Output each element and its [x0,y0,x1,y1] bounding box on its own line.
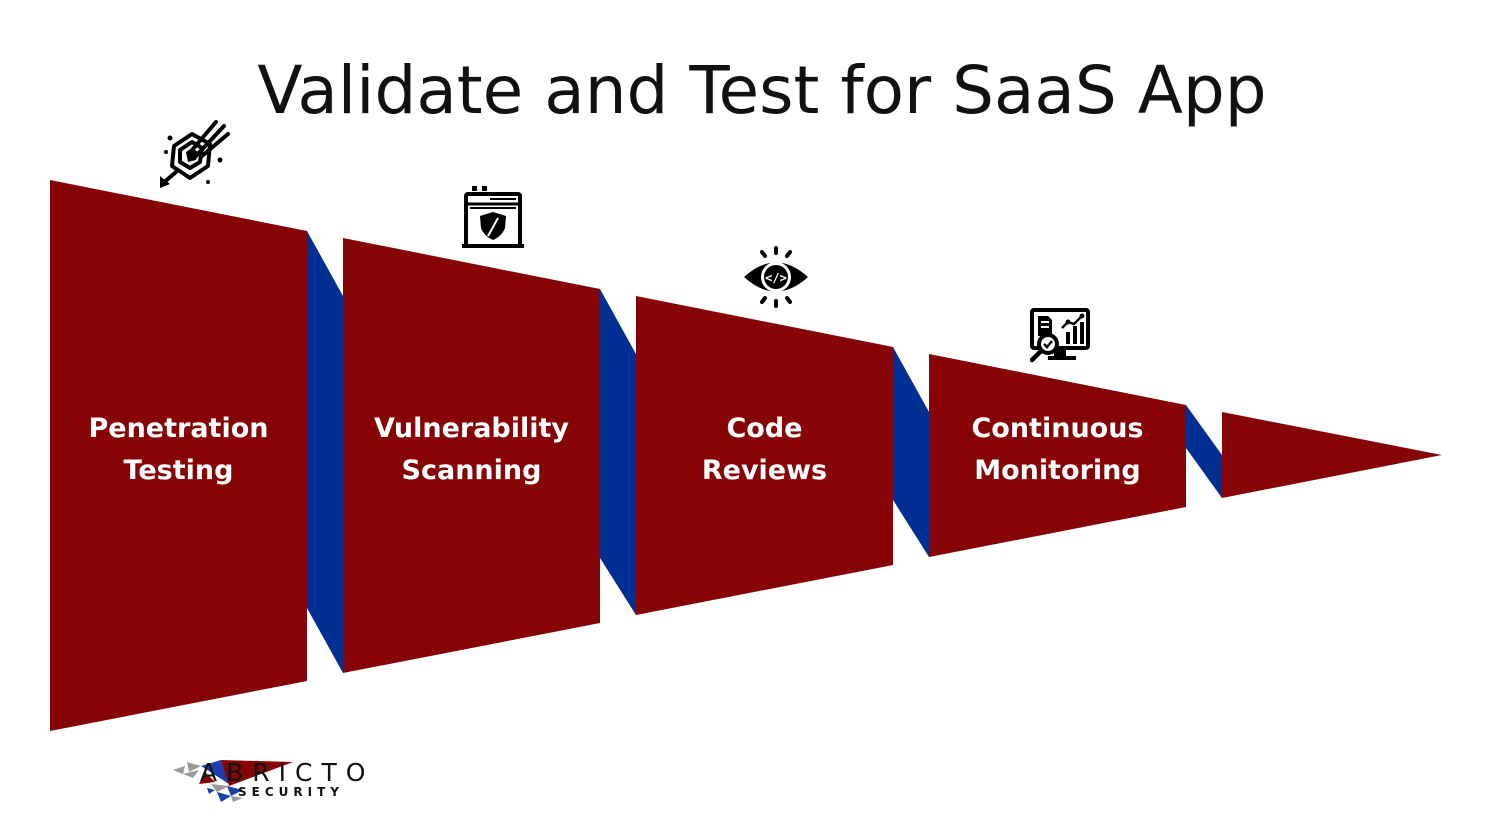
connector-4 [1186,405,1222,498]
abricto-logo-text: ABRICTO SECURITY [200,758,375,799]
connector-1 [307,231,343,673]
stage-label-line2: Monitoring [974,455,1141,486]
logo-tagline: SECURITY [238,785,344,799]
stage-label-continuous-monitoring: Continuous Monitoring [929,408,1186,492]
logo-name: ABRICTO [200,758,375,787]
page-title: Validate and Test for SaaS App [257,52,1267,129]
stage-label-line2: Reviews [701,455,828,486]
stage-label-penetration-testing: Penetration Testing [50,408,307,492]
stage-label-line2: Scanning [401,455,542,486]
stage-panel-4 [929,354,1186,557]
stage-panel-1 [50,180,307,731]
stage-panel-3 [636,296,893,615]
svg-text:</>: </> [765,271,787,285]
funnel-tip [1222,412,1442,498]
connector-2 [600,289,636,615]
stage-label-line1: Continuous [971,413,1144,444]
stage-label-line2: Testing [123,455,234,486]
code-eye-icon: </> [744,246,808,308]
monitor-analytics-icon [1030,308,1090,363]
shield-break-icon [160,120,230,188]
stage-label-code-reviews: Code Reviews [636,408,893,492]
stage-label-line1: Code [726,413,803,444]
stage-label-line1: Vulnerability [373,413,570,444]
stage-label-vulnerability-scanning: Vulnerability Scanning [343,408,600,492]
stage-panel-2 [343,238,600,673]
abricto-logo-bird-icon [173,760,293,802]
stage-label-line1: Penetration [88,413,269,444]
connector-3 [893,347,929,557]
browser-shield-icon [462,186,524,248]
